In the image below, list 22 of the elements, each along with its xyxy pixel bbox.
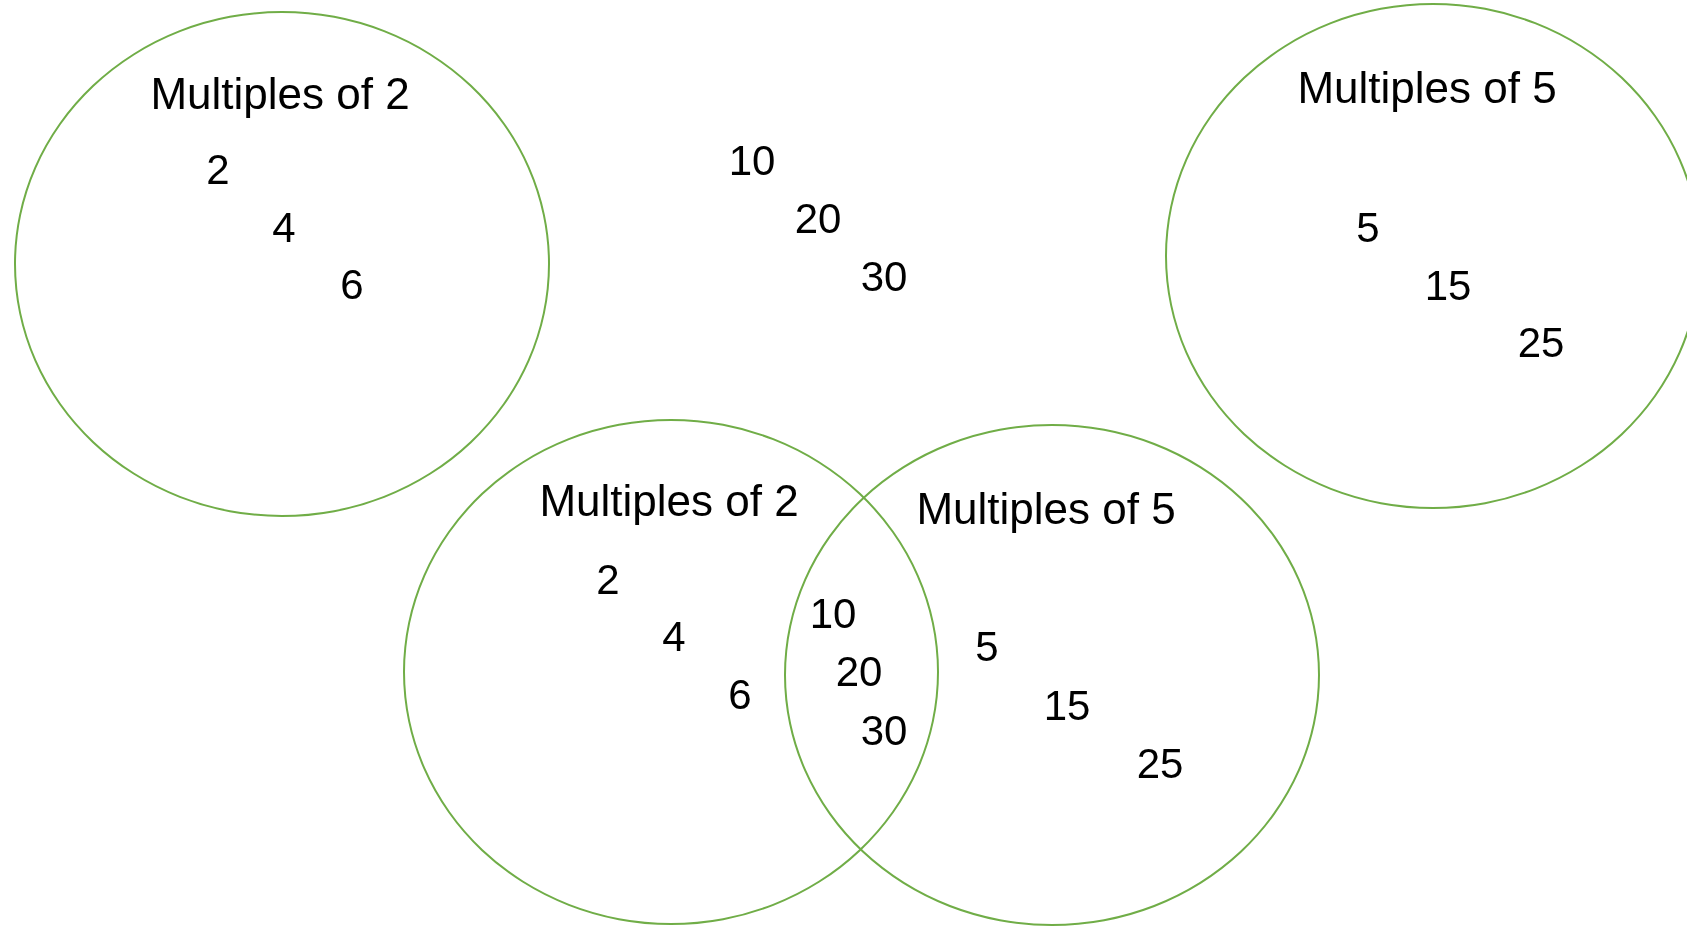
set-element: 2 — [596, 559, 620, 601]
set-element: 6 — [728, 674, 752, 716]
set-element: 25 — [1517, 322, 1565, 364]
set-element: 15 — [1043, 685, 1091, 727]
set-element: 4 — [272, 207, 296, 249]
set-element: 15 — [1424, 265, 1472, 307]
set-element: 2 — [206, 149, 230, 191]
set-element: 4 — [662, 616, 686, 658]
set-element: 6 — [340, 264, 364, 306]
set-element: 5 — [1356, 207, 1380, 249]
number-label: 30 — [860, 710, 908, 752]
number-label: 20 — [794, 198, 842, 240]
number-label: 10 — [809, 593, 857, 635]
set-title: Multiples of 5 — [916, 487, 1176, 531]
set-title: Multiples of 2 — [150, 72, 410, 116]
set-title: Multiples of 5 — [1297, 66, 1557, 110]
set-element: 25 — [1136, 743, 1184, 785]
number-label: 10 — [728, 140, 776, 182]
number-label: 30 — [860, 256, 908, 298]
number-label: 20 — [835, 651, 883, 693]
set-element: 5 — [975, 626, 999, 668]
set-title: Multiples of 2 — [539, 479, 799, 523]
